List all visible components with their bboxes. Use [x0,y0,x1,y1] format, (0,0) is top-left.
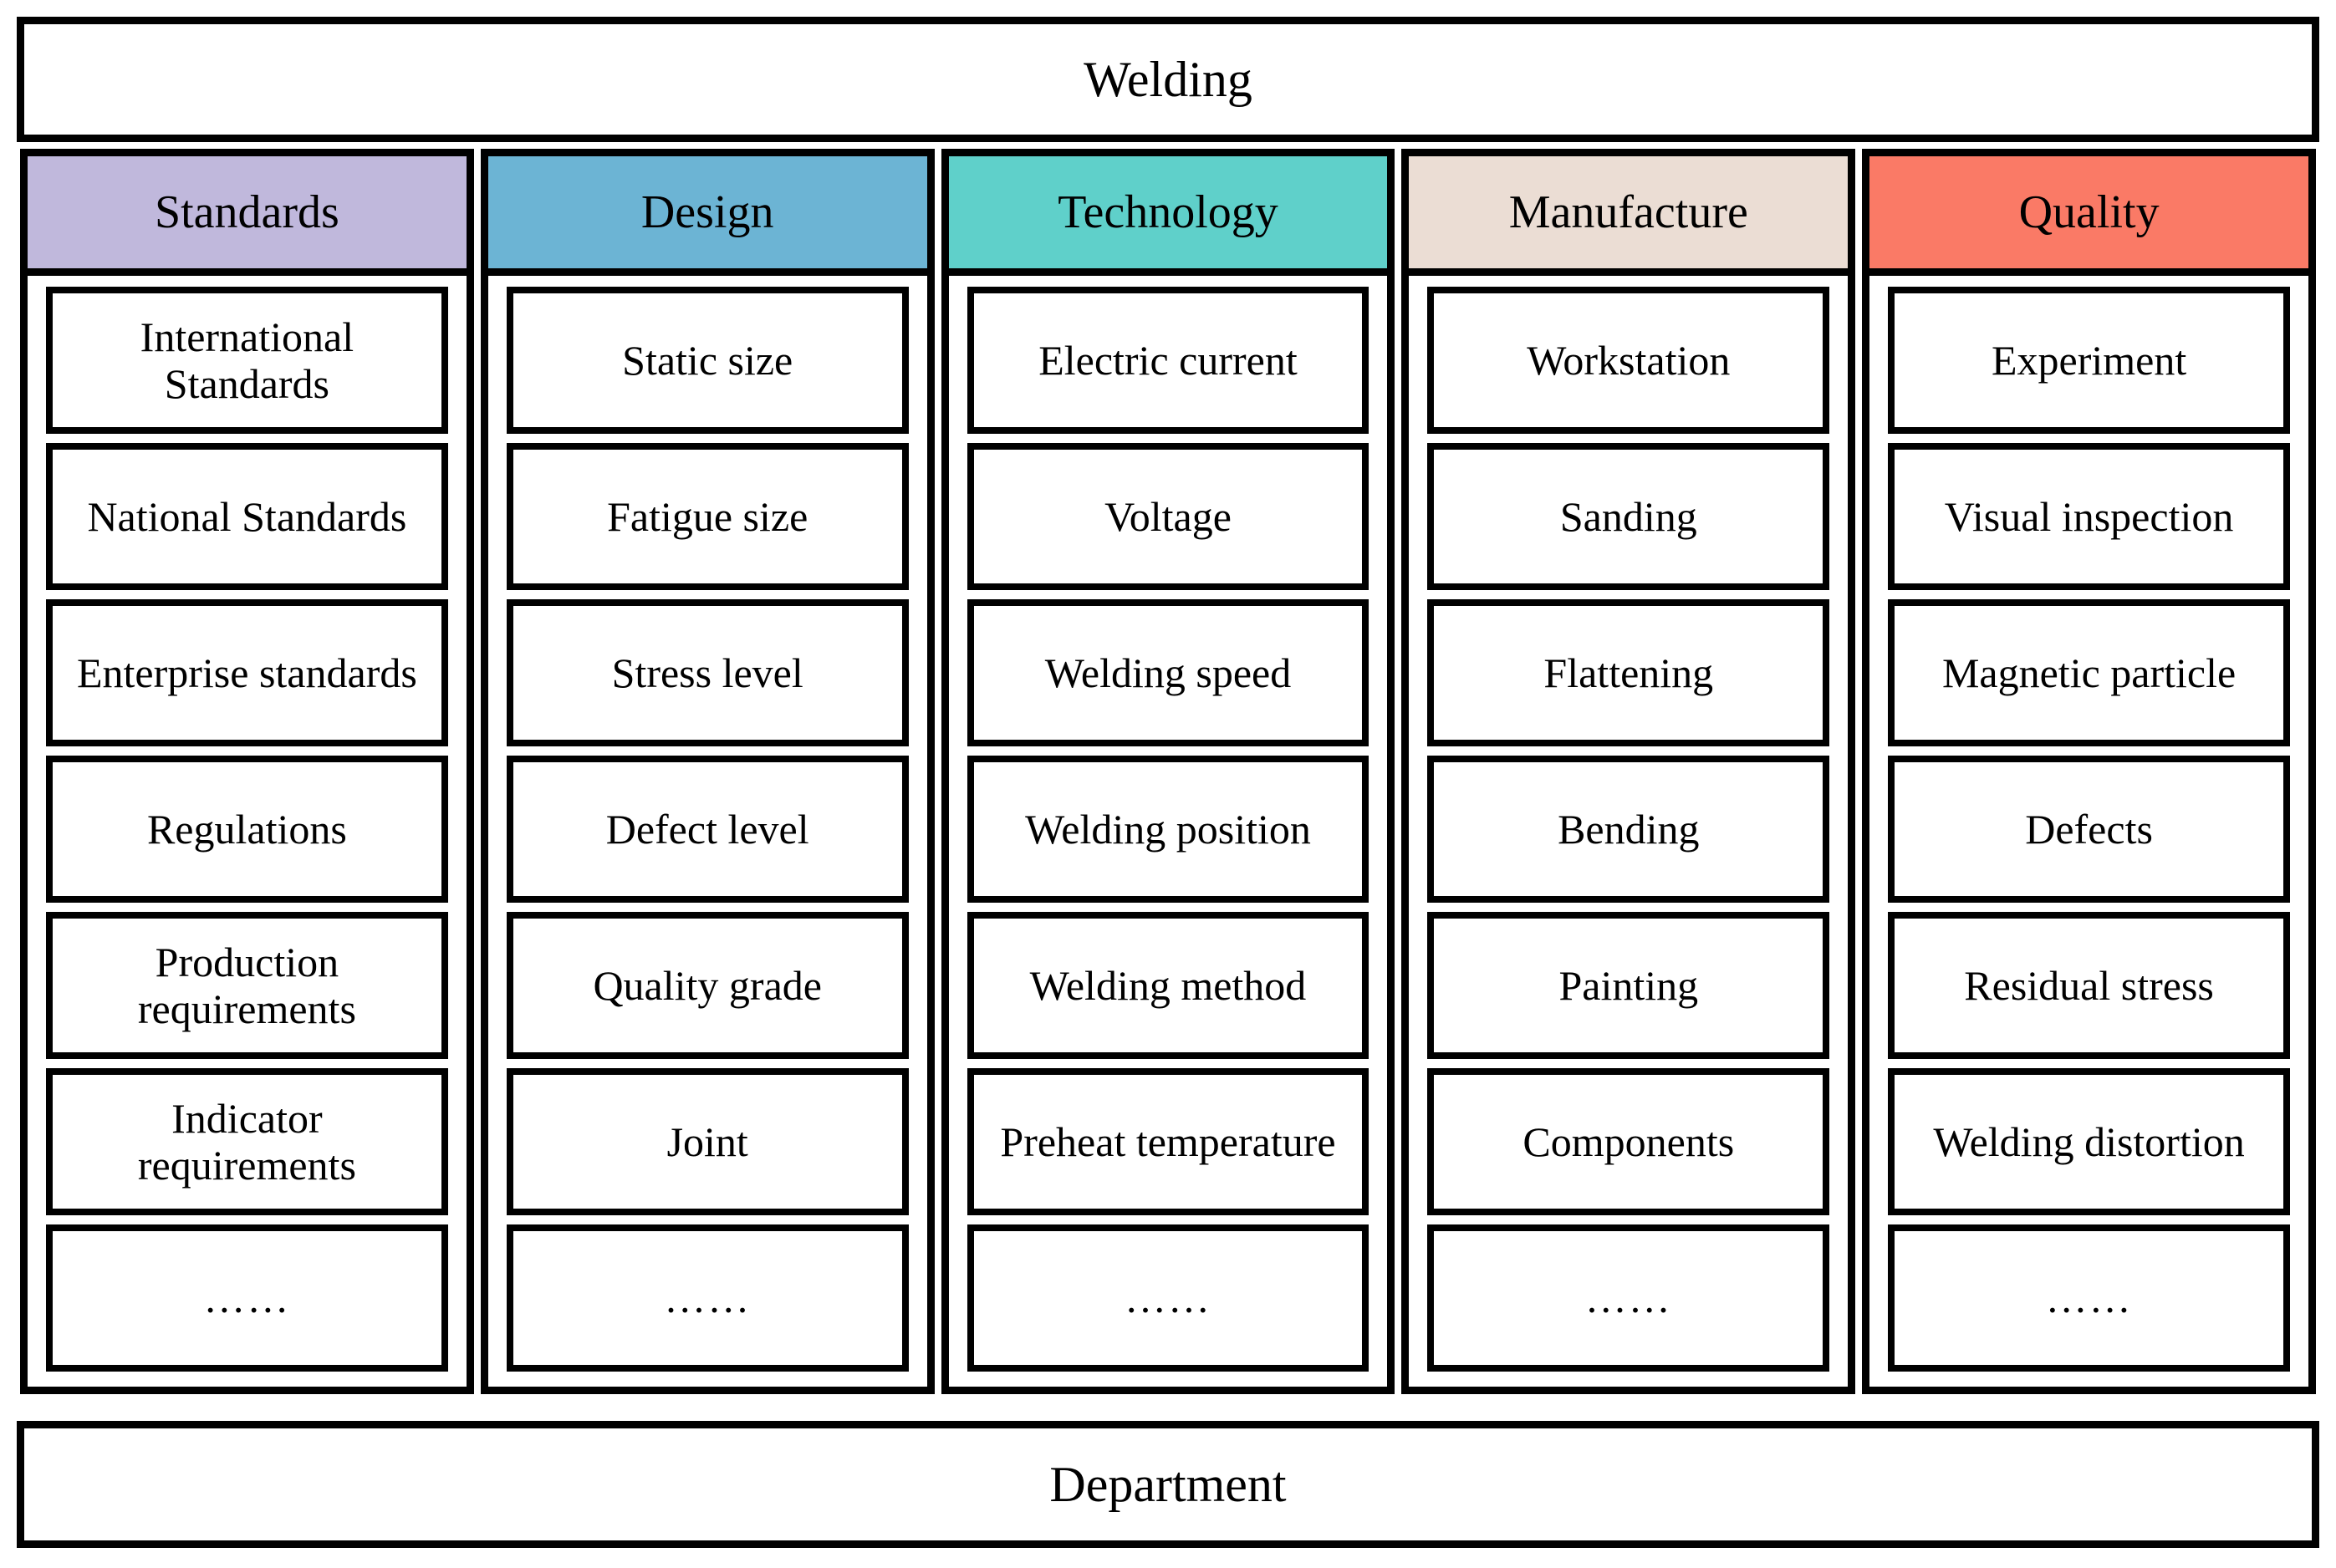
list-item[interactable]: Regulations [46,756,448,903]
column-header-label: Quality [2018,186,2160,238]
list-item[interactable]: Indicator requirements [46,1068,448,1215]
list-item[interactable]: Defect level [506,756,909,903]
list-item[interactable]: Welding method [967,912,1369,1059]
column-header-label: Technology [1058,186,1278,238]
list-item[interactable]: Sanding [1427,443,1830,590]
list-item[interactable]: Electric current [967,287,1369,434]
category-columns: Standards International Standards Nation… [17,149,2319,1394]
list-item-more[interactable]: …… [1888,1224,2290,1372]
list-item[interactable]: Flattening [1427,599,1830,746]
list-item[interactable]: Production requirements [46,912,448,1059]
footer-node-department: Department [17,1421,2319,1548]
column-header-label: Manufacture [1508,186,1748,238]
list-item[interactable]: Enterprise standards [46,599,448,746]
list-item[interactable]: Welding distortion [1888,1068,2290,1215]
list-item[interactable]: Quality grade [506,912,909,1059]
column-header-technology[interactable]: Technology [941,149,1395,276]
column-header-standards[interactable]: Standards [20,149,474,276]
list-item-more[interactable]: …… [1427,1224,1830,1372]
column-header-design[interactable]: Design [480,149,935,276]
list-item[interactable]: Workstation [1427,287,1830,434]
list-item[interactable]: Visual inspection [1888,443,2290,590]
list-item-more[interactable]: …… [46,1224,448,1372]
list-item[interactable]: Painting [1427,912,1830,1059]
list-item[interactable]: Preheat temperature [967,1068,1369,1215]
footer-node-label: Department [1049,1457,1287,1512]
column-design: Design Static size Fatigue size Stress l… [477,149,938,1394]
column-header-manufacture[interactable]: Manufacture [1401,149,1856,276]
list-item[interactable]: Experiment [1888,287,2290,434]
list-item-more[interactable]: …… [967,1224,1369,1372]
list-item[interactable]: Fatigue size [506,443,909,590]
column-technology: Technology Electric current Voltage Weld… [938,149,1399,1394]
list-item[interactable]: Magnetic particle [1888,599,2290,746]
list-item[interactable]: Stress level [506,599,909,746]
list-item[interactable]: Welding position [967,756,1369,903]
root-node-welding: Welding [17,17,2319,142]
list-item[interactable]: Defects [1888,756,2290,903]
column-body-design: Static size Fatigue size Stress level De… [480,276,935,1394]
list-item[interactable]: Welding speed [967,599,1369,746]
list-item[interactable]: Components [1427,1068,1830,1215]
list-item[interactable]: Bending [1427,756,1830,903]
list-item[interactable]: International Standards [46,287,448,434]
list-item[interactable]: National Standards [46,443,448,590]
column-body-standards: International Standards National Standar… [20,276,474,1394]
column-header-label: Standards [154,186,339,238]
column-standards: Standards International Standards Nation… [17,149,477,1394]
column-body-quality: Experiment Visual inspection Magnetic pa… [1862,276,2316,1394]
column-body-manufacture: Workstation Sanding Flattening Bending P… [1401,276,1856,1394]
list-item-more[interactable]: …… [506,1224,909,1372]
root-node-label: Welding [1084,52,1252,107]
list-item[interactable]: Residual stress [1888,912,2290,1059]
column-quality: Quality Experiment Visual inspection Mag… [1859,149,2319,1394]
column-manufacture: Manufacture Workstation Sanding Flatteni… [1398,149,1859,1394]
list-item[interactable]: Joint [506,1068,909,1215]
list-item[interactable]: Static size [506,287,909,434]
column-header-label: Design [640,186,774,238]
column-body-technology: Electric current Voltage Welding speed W… [941,276,1395,1394]
column-header-quality[interactable]: Quality [1862,149,2316,276]
list-item[interactable]: Voltage [967,443,1369,590]
